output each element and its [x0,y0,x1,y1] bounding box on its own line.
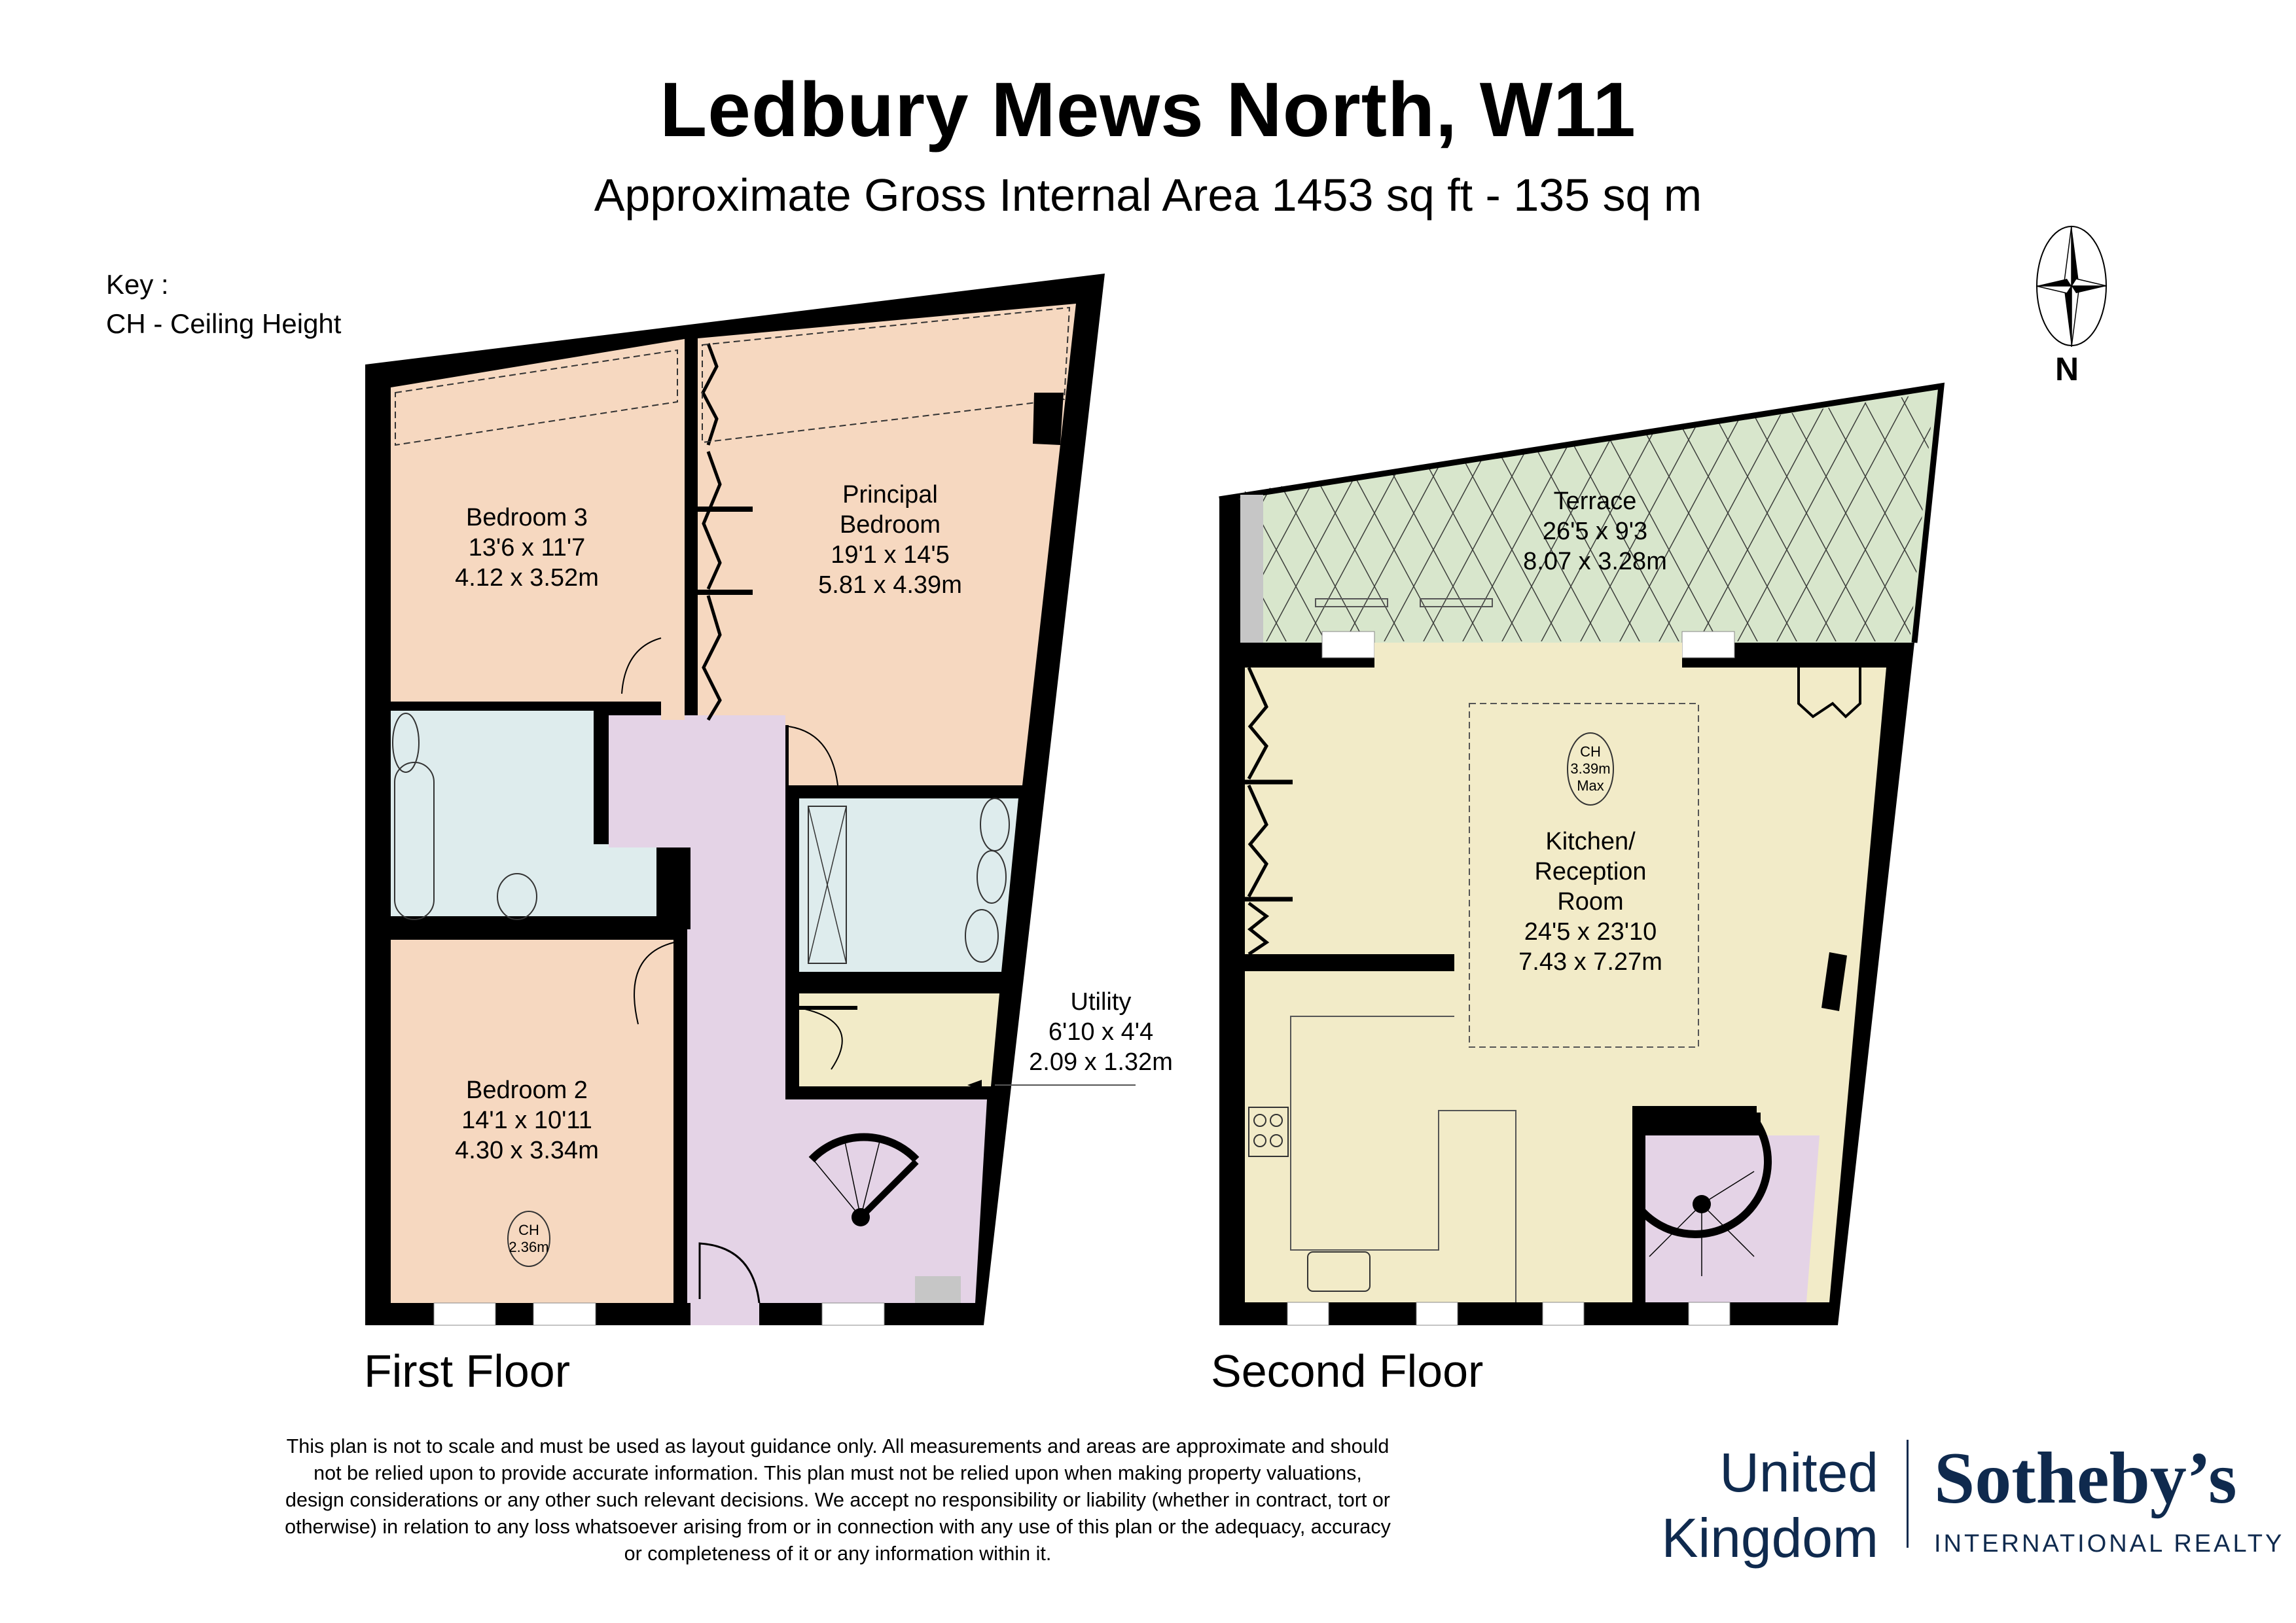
room-name: Terrace [1553,488,1637,515]
room-label-terrace: Terrace 26'5 x 9'3 8.07 x 3.28m [1523,486,1667,577]
disclaimer-line: not be relied upon to provide accurate i… [314,1462,1362,1484]
disclaimer-line: or completeness of it or any information… [624,1543,1052,1565]
room-name: Utility [1070,988,1132,1016]
ceiling-height-marker [507,1211,550,1267]
window [1681,631,1735,658]
window [1688,1302,1731,1326]
brand-region: United Kingdom [1643,1440,1878,1571]
floor-label-second: Second Floor [1211,1346,1484,1397]
store-cupboard [915,1276,961,1303]
gross-area-subtitle: Approximate Gross Internal Area 1453 sq … [594,169,1702,221]
spiral-staircase-icon [1633,1116,1772,1276]
hob-icon [1248,1107,1289,1157]
window [533,1302,596,1326]
ch-value: 3.39m [1570,760,1611,777]
window [1287,1302,1329,1326]
disclaimer-line: This plan is not to scale and must be us… [286,1435,1390,1457]
window [1542,1302,1585,1326]
room-metric: 8.07 x 3.28m [1523,548,1667,575]
ch-value: 2.36m [509,1239,549,1255]
room-label-bedroom-2: Bedroom 2 14'1 x 10'11 4.30 x 3.34m [455,1075,599,1166]
brand-region-line: Kingdom [1661,1507,1878,1569]
brand-logo-sothebys: Sotheby’s [1934,1438,2237,1519]
room-name: Bedroom 3 [466,504,588,531]
key-legend: Key : CH - Ceiling Height [106,265,341,344]
key-heading: Key : [106,269,169,300]
ceiling-height-tag-bedroom-2: CH 2.36m [509,1222,548,1256]
room-name: Reception [1534,858,1647,885]
brand-region-line: United [1719,1442,1878,1503]
room-label-utility: Utility 6'10 x 4'4 2.09 x 1.32m [1029,987,1173,1077]
room-name: Bedroom 2 [466,1077,588,1104]
room-name: Bedroom [839,511,941,539]
room-bedroom-2 [391,940,673,1303]
first-floor-plan [365,274,1136,1326]
room-ensuite [799,798,1018,972]
room-imperial: 13'6 x 11'7 [468,534,586,562]
compass-north-label: N [2055,351,2079,387]
page-title: Ledbury Mews North, W11 [660,67,1636,153]
key-item-ceiling-height: CH - Ceiling Height [106,308,342,339]
room-imperial: 19'1 x 14'5 [831,541,950,569]
room-metric: 5.81 x 4.39m [818,571,962,599]
room-imperial: 26'5 x 9'3 [1542,518,1648,545]
room-utility [799,993,999,1086]
north-arrow-compass-icon [2036,225,2108,348]
room-imperial: 24'5 x 23'10 [1524,918,1657,946]
room-name: Principal [842,481,938,508]
floor-label-first: First Floor [364,1346,570,1397]
ceiling-height-tag-kitchen: CH 3.39m Max [1570,743,1610,794]
room-kitchen-reception [1245,668,1886,1302]
terrace-store [1240,495,1263,643]
disclaimer: This plan is not to scale and must be us… [223,1433,1453,1567]
room-stair-landing [1632,1135,1820,1302]
room-label-bedroom-3: Bedroom 3 13'6 x 11'7 4.12 x 3.52m [455,503,599,593]
room-metric: 2.09 x 1.32m [1029,1048,1173,1076]
room-hallway [609,715,987,1325]
disclaimer-line: otherwise) in relation to any loss whats… [285,1516,1391,1538]
room-metric: 4.30 x 3.34m [455,1137,599,1164]
window [433,1302,496,1326]
ceiling-height-marker [1567,732,1614,806]
ch-label: CH [1580,743,1601,760]
room-imperial: 6'10 x 4'4 [1048,1018,1154,1046]
room-principal-bedroom [698,304,1076,785]
spiral-staircase-icon [808,1133,920,1226]
brand-divider [1907,1440,1909,1548]
room-name: Kitchen/ [1545,828,1636,855]
ch-label: CH [518,1222,539,1238]
second-floor-plan [1219,382,1945,1326]
room-metric: 7.43 x 7.27m [1518,948,1662,976]
room-bathroom [391,711,656,916]
room-bedroom-3 [391,339,685,702]
sink-icon [1307,1251,1371,1292]
room-label-principal-bedroom: Principal Bedroom 19'1 x 14'5 5.81 x 4.3… [818,480,962,600]
room-imperial: 14'1 x 10'11 [461,1107,592,1134]
window [1321,631,1375,658]
ch-note: Max [1577,777,1604,794]
disclaimer-line: design considerations or any other such … [285,1489,1390,1511]
window [1416,1302,1458,1326]
room-metric: 4.12 x 3.52m [455,564,599,592]
room-name: Room [1557,888,1624,916]
room-label-kitchen-reception: Kitchen/ Reception Room 24'5 x 23'10 7.4… [1518,827,1662,977]
brand-tagline: INTERNATIONAL REALTY [1934,1530,2285,1558]
window [821,1302,885,1326]
